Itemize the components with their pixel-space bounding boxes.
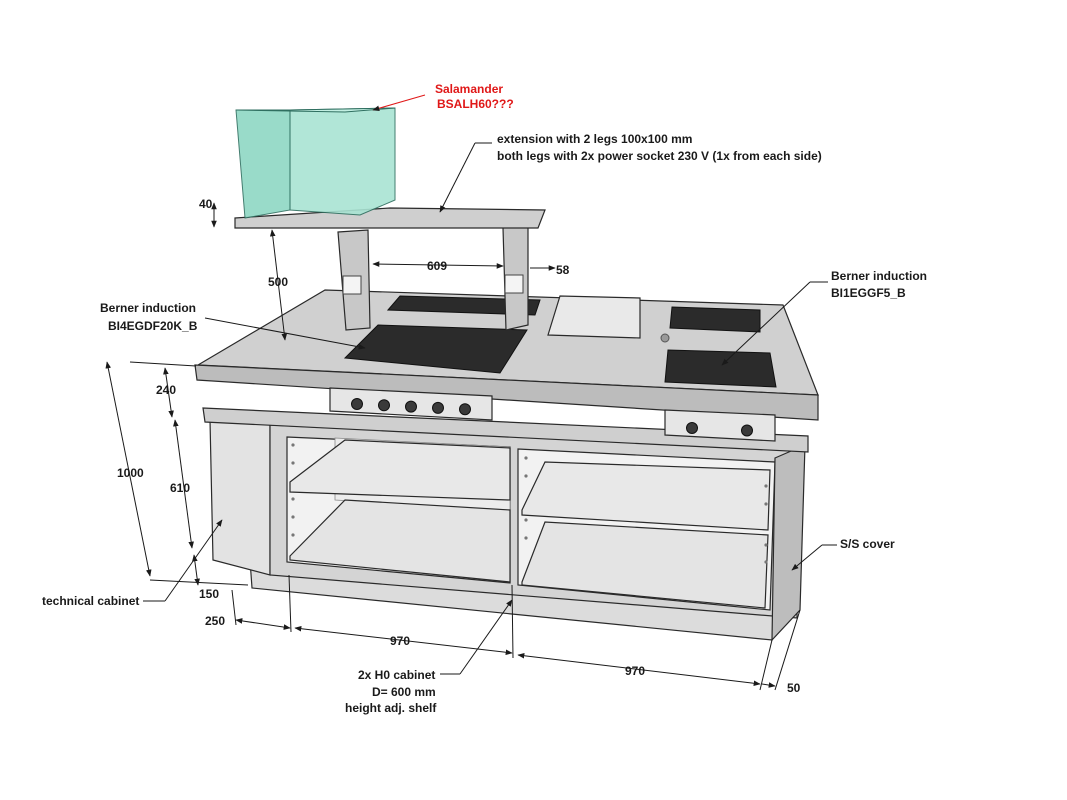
- shelf-right: [521, 461, 771, 531]
- h0-cabinet-label-2: D= 600 mm: [372, 685, 436, 699]
- knob-row-right: [686, 422, 753, 437]
- control-panel-right: [664, 409, 776, 442]
- technical-cabinet-front: [209, 419, 271, 576]
- dimension-lines: [105, 202, 801, 691]
- induction-hob-right-rear: [669, 306, 761, 333]
- induction-hob-rear: [386, 295, 541, 316]
- induction-hob-large: [343, 324, 528, 374]
- induction-left-label: Berner induction: [100, 301, 196, 315]
- dim-609: 609: [427, 259, 447, 273]
- power-socket-left: [342, 275, 362, 295]
- h0-cabinet-label-3: height adj. shelf: [345, 701, 437, 715]
- technical-cabinet-label: technical cabinet: [42, 594, 139, 608]
- control-knob-left-1: [351, 398, 363, 410]
- annotations: Salamander BSALH60??? extension with 2 l…: [42, 82, 927, 715]
- induction-hob-right-front: [664, 349, 777, 388]
- drain-hole: [660, 333, 670, 343]
- control-knob-left-3: [405, 400, 417, 413]
- control-knob-left-2: [378, 399, 390, 412]
- salamander-label: Salamander: [435, 82, 503, 96]
- control-knob-right-2: [741, 424, 753, 437]
- power-socket-right: [504, 274, 524, 294]
- dim-240: 240: [156, 383, 176, 397]
- dim-40: 40: [199, 197, 213, 211]
- dim-250: 250: [205, 614, 225, 628]
- shelf-right-bottom: [521, 521, 769, 609]
- extension-label-line2: both legs with 2x power socket 230 V (1x…: [497, 149, 822, 163]
- base-body: [202, 407, 809, 642]
- control-knob-right-1: [686, 422, 698, 434]
- dim-970-right: 970: [625, 664, 645, 678]
- control-knob-left-5: [459, 403, 471, 416]
- dim-150: 150: [199, 587, 219, 601]
- salamander-box-side: [289, 107, 396, 216]
- induction-hobs: [343, 295, 777, 388]
- leader-lines: [143, 94, 837, 675]
- dim-58: 58: [556, 263, 570, 277]
- extension-label-line1: extension with 2 legs 100x100 mm: [497, 132, 692, 146]
- shelf-left-bottom: [289, 499, 511, 583]
- salamander-box-front: [235, 109, 291, 219]
- h0-cabinet-label-1: 2x H0 cabinet: [358, 668, 435, 682]
- knob-row-left: [351, 398, 471, 416]
- induction-right-model: BI1EGGF5_B: [831, 286, 906, 300]
- induction-right-label: Berner induction: [831, 269, 927, 283]
- shelf-left: [289, 439, 511, 501]
- dim-50: 50: [787, 681, 801, 695]
- control-knob-left-4: [432, 401, 444, 414]
- salamander-model: BSALH60???: [437, 97, 514, 111]
- worktop-front-edge: [194, 364, 819, 421]
- dim-970-left: 970: [390, 634, 410, 648]
- dim-500: 500: [268, 275, 288, 289]
- dim-1000: 1000: [117, 466, 144, 480]
- induction-left-model: BI4EGDF20K_B: [108, 319, 198, 333]
- salamander-box-top: [235, 107, 396, 113]
- ss-cover-label: S/S cover: [840, 537, 895, 551]
- extension-bridge: [234, 107, 546, 331]
- frame-rail: [202, 407, 809, 453]
- gn-well: [547, 295, 641, 339]
- dim-610: 610: [170, 481, 190, 495]
